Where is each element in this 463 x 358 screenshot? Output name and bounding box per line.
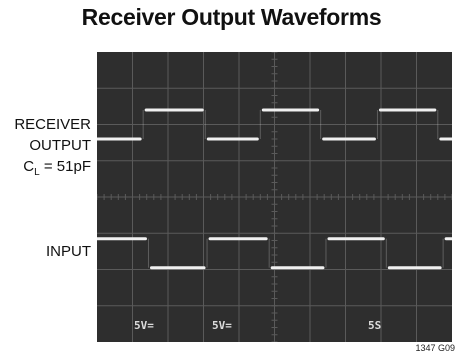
capacitance-value: = 51pF bbox=[39, 158, 91, 175]
capacitance-subscript: L bbox=[34, 167, 40, 178]
receiver-label-line1: RECEIVER bbox=[14, 116, 91, 133]
chart-title: Receiver Output Waveforms bbox=[81, 4, 382, 30]
oscilloscope-plot bbox=[97, 52, 452, 342]
capacitance-symbol: C bbox=[23, 158, 35, 175]
scope-readout-ch2: 5V= bbox=[212, 319, 232, 332]
figure-code: 1347 G09 bbox=[415, 343, 455, 353]
scope-readout-timebase: 5S bbox=[368, 319, 382, 332]
input-label: INPUT bbox=[46, 243, 91, 260]
scope-readout-ch1: 5V= bbox=[134, 319, 154, 332]
receiver-label-line3: CL = 51pF bbox=[23, 158, 91, 178]
receiver-label-line2: OUTPUT bbox=[29, 137, 91, 154]
oscilloscope-screen: 5V= 5V= 5S bbox=[97, 52, 452, 342]
